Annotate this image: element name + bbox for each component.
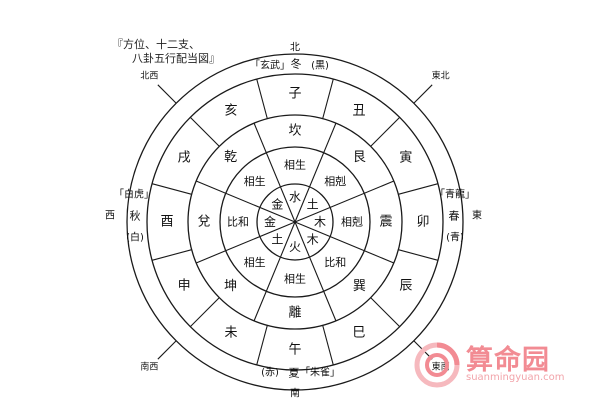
relation-label: 相剋 (341, 216, 363, 229)
ring-5 (126, 53, 464, 391)
direction-south: 南 (290, 387, 300, 400)
sector-divider (294, 122, 337, 223)
trigram-label: 兌 (197, 215, 210, 230)
sector-divider (195, 221, 296, 264)
east-season: 春 (449, 210, 460, 223)
trigram-label: 坎 (288, 124, 301, 139)
north-color: (黒) (311, 60, 329, 72)
element-label: 木 (307, 233, 319, 247)
sector-divider (294, 221, 395, 264)
branch-divider (256, 325, 268, 366)
relation-label: 相剋 (324, 175, 346, 188)
trigram-label: 巽 (353, 279, 366, 294)
element-label: 金 (271, 196, 283, 211)
west-season: 秋 (130, 209, 141, 223)
branch-divider (398, 249, 439, 261)
south-season: 夏 (289, 367, 300, 380)
relation-label: 相生 (284, 272, 306, 286)
wheel-labels: 水土木木火土金金相生相剋相剋比和相生相生比和相生坎艮震巽離坤兌乾子丑寅卯辰巳午未… (160, 87, 429, 358)
branch-divider (370, 297, 401, 328)
sector-divider (253, 221, 296, 322)
outer-labels: 北南東西東北東南南西北西「玄武」冬(黒)(赤)夏「朱雀」「青龍」春(青)「白虎」… (105, 42, 482, 400)
branch-label: 辰 (399, 279, 412, 294)
branch-label: 丑 (352, 104, 365, 119)
south-color: (赤) (261, 367, 279, 379)
wheel-structure (126, 53, 464, 391)
relation-label: 比和 (324, 256, 346, 269)
trigram-label: 坤 (224, 279, 237, 294)
trigram-label: 乾 (224, 150, 237, 165)
east-guardian-name: 「青龍」 (435, 188, 475, 201)
north-season: 冬 (291, 57, 302, 71)
sector-divider (294, 180, 395, 223)
direction-southwest: 南西 (140, 361, 158, 373)
direction-northeast: 東北 (432, 69, 450, 81)
element-label: 金 (264, 214, 276, 229)
branch-label: 寅 (399, 150, 412, 166)
north-guardian-name: 「玄武」 (250, 59, 290, 72)
watermark-text: 算命园 (466, 345, 550, 376)
trigram-label: 艮 (353, 150, 366, 165)
relation-label: 相生 (244, 174, 266, 188)
branch-label: 卯 (416, 215, 429, 230)
branch-label: 未 (224, 325, 237, 340)
branch-divider (151, 183, 192, 195)
direction-pointer (413, 84, 433, 104)
west-guardian-name: 「白虎」 (114, 188, 154, 201)
relation-label: 比和 (227, 216, 249, 229)
relation-label: 相生 (244, 255, 266, 269)
branch-divider (189, 116, 220, 147)
element-label: 火 (289, 240, 301, 254)
element-label: 木 (314, 215, 326, 229)
direction-northwest: 北西 (140, 70, 158, 81)
direction-east: 東 (472, 209, 482, 222)
element-label: 土 (307, 197, 319, 211)
sector-divider (294, 221, 337, 322)
watermark-logo-icon (414, 342, 460, 388)
ring-2 (219, 146, 371, 298)
title-line-2: 八卦五行配当図』 (132, 52, 220, 65)
branch-divider (370, 116, 401, 147)
trigram-label: 離 (288, 306, 301, 321)
direction-west: 西 (105, 211, 115, 222)
ring-1 (256, 183, 334, 261)
branch-divider (256, 78, 268, 119)
element-label: 土 (271, 233, 283, 247)
branch-divider (322, 325, 334, 366)
branch-divider (322, 78, 334, 119)
element-label: 水 (289, 190, 301, 204)
title-line-1: 『方位、十二支、 (112, 38, 200, 51)
branch-divider (151, 249, 192, 261)
branch-label: 子 (288, 87, 301, 102)
direction-pointer (157, 84, 177, 104)
sector-divider (253, 122, 296, 223)
branch-label: 酉 (160, 215, 173, 230)
branch-label: 午 (288, 343, 301, 358)
branch-label: 戌 (178, 151, 191, 166)
direction-north: 北 (290, 42, 300, 54)
branch-label: 巳 (352, 325, 365, 340)
relation-label: 相生 (284, 158, 306, 172)
south-guardian-name: 「朱雀」 (300, 367, 340, 379)
west-color: (白) (126, 231, 144, 244)
sector-divider (195, 180, 296, 223)
trigram-label: 震 (379, 215, 392, 230)
ring-4 (146, 73, 444, 371)
branch-label: 申 (178, 279, 191, 294)
watermark-url: suanmingyuan.com (466, 372, 565, 383)
ring-3 (187, 114, 403, 330)
diagram-title: 『方位、十二支、 八卦五行配当図』 (112, 38, 220, 66)
branch-divider (398, 183, 439, 195)
branch-divider (189, 297, 220, 328)
east-color: (青) (446, 231, 464, 244)
branch-label: 亥 (224, 104, 237, 119)
site-watermark: 算命园 suanmingyuan.com (412, 338, 592, 394)
direction-pointer (157, 340, 177, 360)
